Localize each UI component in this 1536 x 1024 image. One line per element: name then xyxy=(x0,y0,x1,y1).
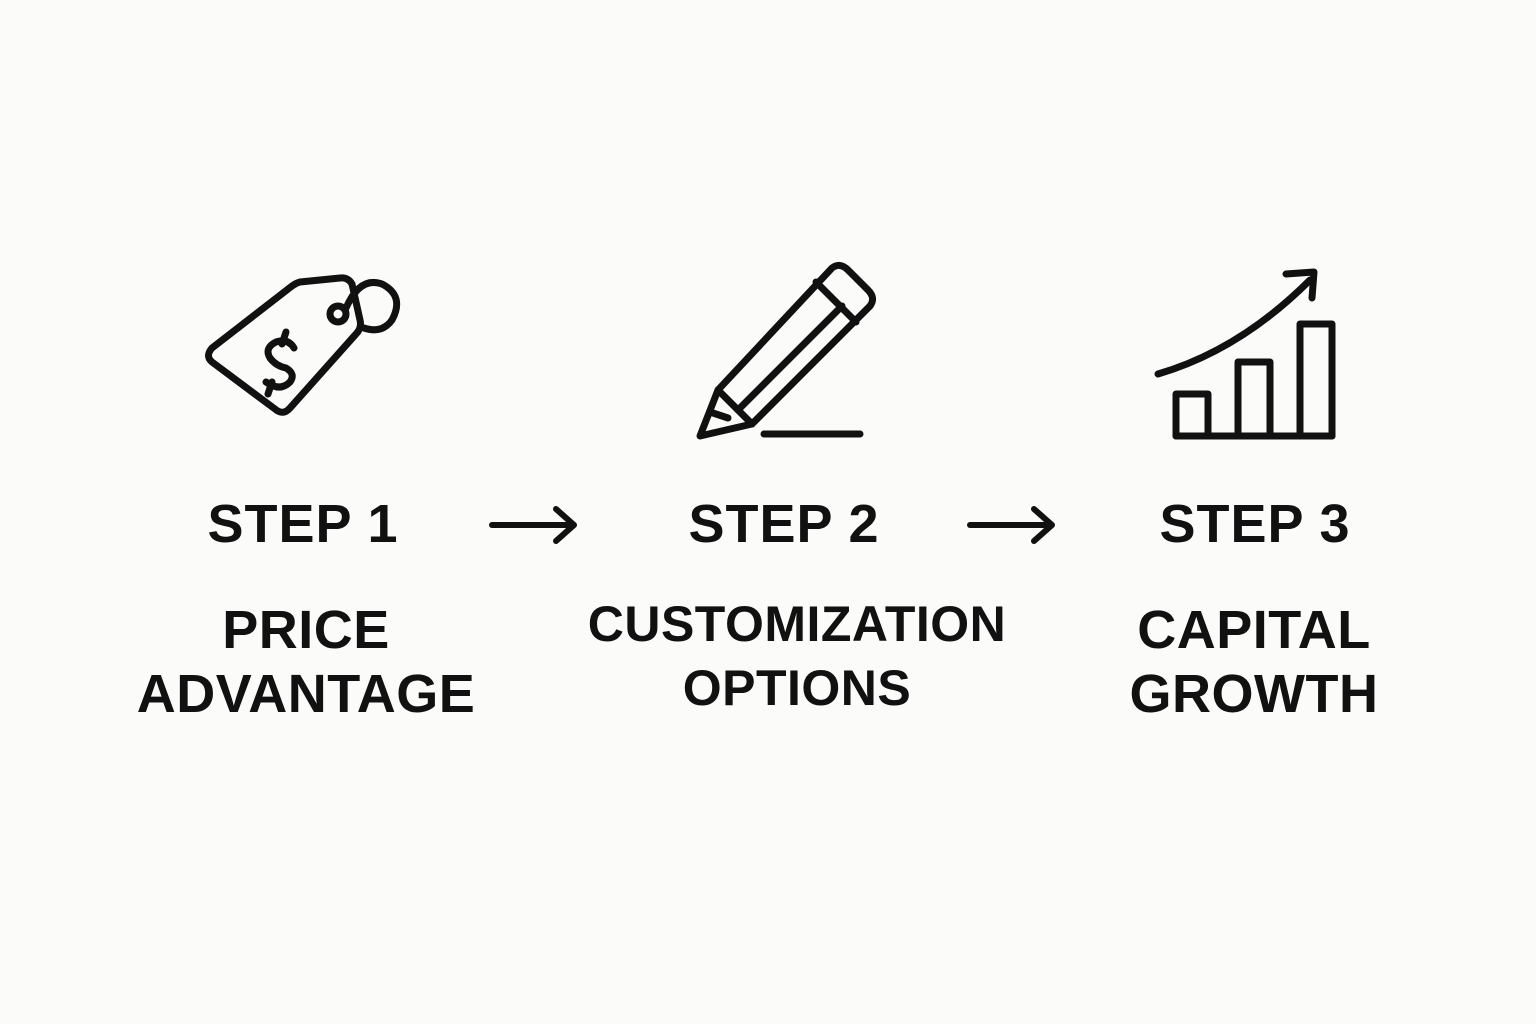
step-2-label: STEP 2 xyxy=(688,494,880,554)
price-tag-icon xyxy=(200,270,410,450)
step-1-title-line-2: ADVANTAGE xyxy=(136,664,476,724)
step-2-title-line-1: CUSTOMIZATION xyxy=(587,596,1007,652)
step-1-label: STEP 1 xyxy=(207,494,399,554)
step-3-title: CAPITAL GROWTH xyxy=(1024,598,1484,726)
step-1-title: PRICE ADVANTAGE xyxy=(76,598,536,726)
step-2-title-line-2: OPTIONS xyxy=(682,660,912,716)
growth-chart-icon xyxy=(1150,266,1340,446)
arrow-right-icon xyxy=(966,505,1058,550)
step-3-title-line-2: GROWTH xyxy=(1129,664,1379,724)
step-1-title-line-1: PRICE xyxy=(222,600,390,660)
step-2-title: CUSTOMIZATION OPTIONS xyxy=(567,592,1027,720)
arrow-right-icon xyxy=(488,505,580,550)
pencil-icon xyxy=(692,261,882,447)
step-3-title-line-1: CAPITAL xyxy=(1137,600,1371,660)
step-3-label: STEP 3 xyxy=(1159,494,1351,554)
